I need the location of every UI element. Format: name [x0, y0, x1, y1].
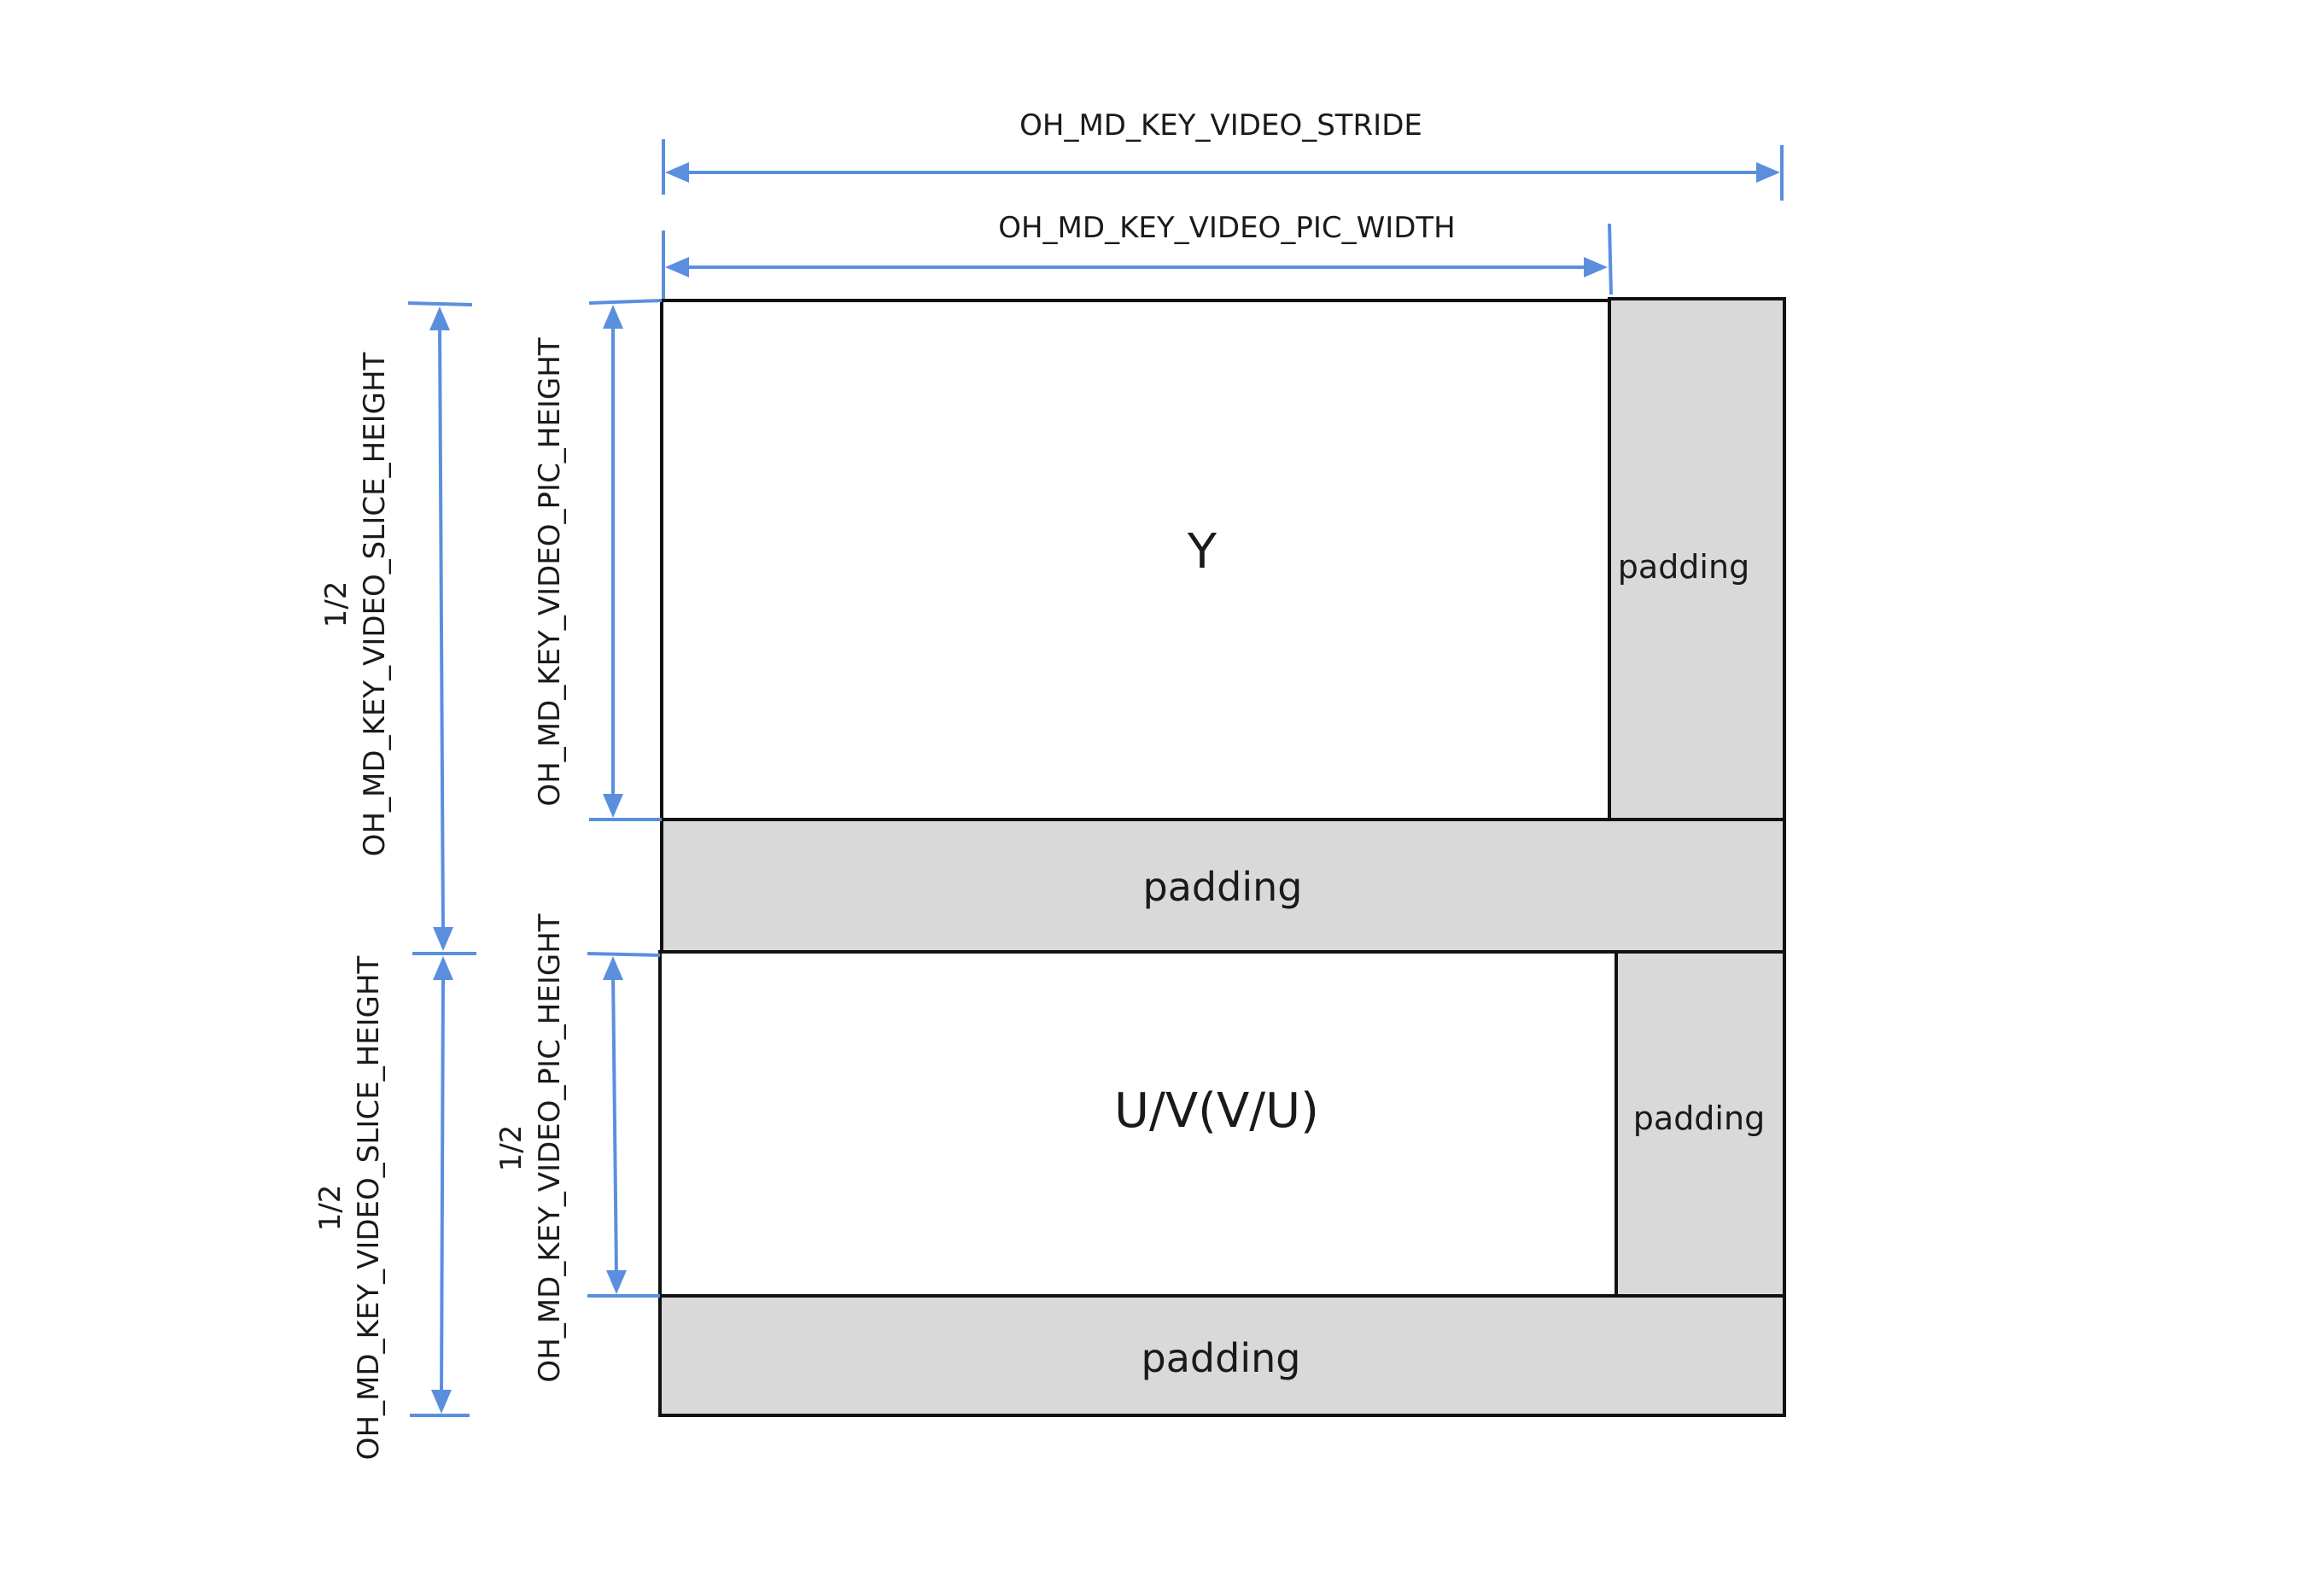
y-slice-height-label: OH_MD_KEY_VIDEO_SLICE_HEIGHT	[358, 352, 392, 856]
uv-slice-height-line	[440, 974, 445, 1396]
y-right-padding-label: padding	[1618, 548, 1749, 586]
uv-plane	[658, 950, 1618, 1298]
uv-bottom-padding-label: padding	[1142, 1335, 1301, 1381]
uv-pic-height-top-arrow	[603, 956, 623, 980]
uv-slice-height-dimension: 1/2 OH_MD_KEY_VIDEO_SLICE_HEIGHT	[313, 952, 476, 1460]
uv-pic-height-bottom-arrow	[606, 1270, 627, 1294]
y-pic-height-bottom-arrow	[603, 794, 623, 818]
stride-label: OH_MD_KEY_VIDEO_STRIDE	[1019, 108, 1422, 143]
y-pic-height-top-arrow	[603, 305, 623, 329]
uv-pic-height-top-tick	[587, 952, 661, 957]
pic-width-right-arrow	[1584, 257, 1608, 277]
uv-plane-group	[658, 950, 1786, 1417]
uv-pic-height-line	[611, 972, 618, 1277]
stride-dimension: OH_MD_KEY_VIDEO_STRIDE	[662, 108, 1784, 201]
uv-right-padding	[1615, 950, 1786, 1298]
uv-plane-label: U/V(V/U)	[1114, 1083, 1319, 1139]
y-pic-height-dimension: OH_MD_KEY_VIDEO_PIC_HEIGHT	[533, 299, 663, 821]
pic-width-right-tick	[1608, 223, 1613, 295]
pic-width-label: OH_MD_KEY_VIDEO_PIC_WIDTH	[998, 211, 1456, 245]
uv-slice-height-bottom-arrow	[431, 1390, 452, 1414]
y-pic-height-label: OH_MD_KEY_VIDEO_PIC_HEIGHT	[533, 337, 567, 806]
uv-slice-height-label: OH_MD_KEY_VIDEO_SLICE_HEIGHT	[352, 955, 386, 1460]
y-slice-height-dimension: 1/2 OH_MD_KEY_VIDEO_SLICE_HEIGHT	[319, 301, 476, 955]
uv-slice-height-factor: 1/2	[313, 1185, 347, 1232]
y-slice-height-top-tick	[407, 301, 473, 306]
pic-width-dimension: OH_MD_KEY_VIDEO_PIC_WIDTH	[662, 211, 1613, 299]
y-bottom-padding	[660, 818, 1786, 954]
y-slice-height-bottom-arrow	[433, 927, 453, 951]
uv-pic-height-factor: 1/2	[494, 1125, 528, 1172]
pic-width-left-arrow	[665, 257, 689, 277]
stride-right-arrow	[1756, 162, 1780, 183]
y-right-padding	[1608, 297, 1786, 821]
uv-pic-height-label: OH_MD_KEY_VIDEO_PIC_HEIGHT	[533, 913, 567, 1382]
y-pic-height-top-tick	[588, 299, 663, 305]
y-bottom-padding-label: padding	[1143, 864, 1303, 910]
uv-pic-height-dimension: 1/2 OH_MD_KEY_VIDEO_PIC_HEIGHT	[494, 913, 661, 1383]
y-slice-height-top-arrow	[429, 306, 450, 330]
uv-slice-height-top-arrow	[433, 956, 453, 980]
y-plane	[660, 299, 1611, 821]
y-slice-height-line	[438, 324, 445, 934]
y-plane-label: Y	[1187, 524, 1217, 580]
uv-bottom-padding	[658, 1294, 1786, 1417]
y-plane-group	[660, 297, 1786, 954]
stride-left-arrow	[665, 162, 689, 183]
y-slice-height-factor: 1/2	[319, 581, 353, 628]
uv-right-padding-label: padding	[1633, 1100, 1765, 1137]
